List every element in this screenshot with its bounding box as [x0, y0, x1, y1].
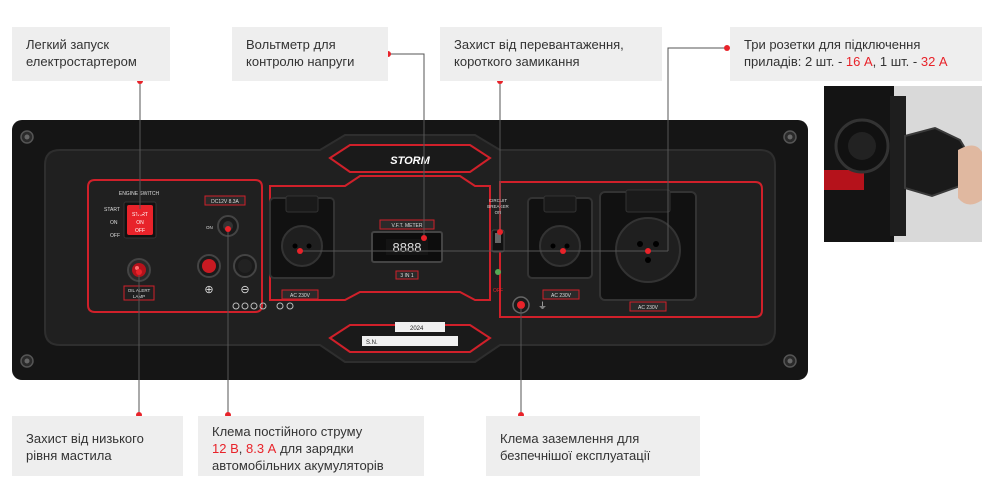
callout-line: Вольтметр для	[246, 37, 336, 52]
marker-dot	[137, 78, 143, 84]
engine-switch-label: ENGINE SWITCH	[119, 191, 160, 197]
amperage-16: 16 А	[845, 54, 873, 69]
corner-screw-icon	[20, 354, 34, 368]
amperage-8-3: 8.3 А	[245, 441, 277, 456]
right-section-frame	[499, 181, 763, 318]
callout-voltmeter: Вольтметр для контролю напруги	[232, 27, 388, 81]
socket-16a-left[interactable]	[269, 195, 335, 279]
callout-line: автомобільних акумуляторів	[212, 458, 384, 473]
rocker-on: ON	[136, 220, 144, 226]
display-digits: 8888	[393, 240, 422, 255]
marker-dot	[560, 248, 566, 254]
brand-logo: STORM	[390, 155, 430, 167]
breaker-label-1: CIRCUIT	[489, 198, 507, 203]
marker-dot	[136, 412, 142, 418]
center-section-frame	[269, 175, 491, 301]
marker-dot	[297, 248, 303, 254]
callout-line: приладів: 2 шт. - 16 А, 1 шт. - 32 А	[744, 54, 948, 69]
marker-dot	[645, 248, 651, 254]
callout-line: Захист від низького	[26, 431, 144, 446]
switch-pos-off: OFF	[110, 233, 120, 239]
callout-three-sockets: Три розетки для підключення приладів: 2 …	[730, 27, 982, 81]
socket-32a[interactable]	[599, 189, 697, 301]
dc-positive-terminal[interactable]	[197, 254, 221, 278]
callout-oil-protection: Захист від низького рівня мастила	[12, 416, 183, 476]
breaker-off-label: OFF	[493, 288, 503, 294]
callout-line: короткого замикання	[454, 54, 580, 69]
socket-2-voltage: AC 230V	[551, 293, 572, 299]
callout-line: безпечнішої експлуатації	[500, 448, 651, 463]
corner-screw-icon	[783, 130, 797, 144]
dc-output-label: DC12V 8.3A	[211, 199, 239, 205]
socket-3-voltage: AC 230V	[638, 305, 659, 311]
corner-screw-icon	[20, 130, 34, 144]
dc-negative-terminal[interactable]	[233, 254, 257, 278]
dc-on-label: ON	[206, 225, 213, 230]
plug-photo	[824, 86, 982, 242]
vft-meter-label: V.F.T. METER	[392, 223, 423, 229]
callout-line: Легкий запуск	[26, 37, 110, 52]
corner-screw-icon	[783, 354, 797, 368]
voltmeter-display: 8888	[371, 231, 443, 263]
breaker-label-3: ON	[495, 210, 502, 215]
mode-label: 3 IN 1	[400, 273, 414, 279]
engine-rocker-switch[interactable]: START ON OFF	[123, 201, 157, 239]
minus-icon: ⊖	[240, 284, 249, 296]
callout-line: Три розетки для підключення	[744, 37, 921, 52]
marker-dot	[518, 302, 524, 308]
rocker-start: START	[132, 212, 148, 218]
marker-dot	[421, 235, 427, 241]
switch-pos-start: START	[104, 207, 120, 213]
callout-electric-start: Легкий запуск електростартером	[12, 27, 170, 81]
sn-plate	[362, 336, 458, 346]
callout-line: електростартером	[26, 54, 137, 69]
callout-dc-terminal: Клема постійного струму 12 В, 8.3 А для …	[198, 416, 424, 476]
callout-line: Клема постійного струму	[212, 424, 363, 439]
callout-ground-terminal: Клема заземлення для безпечнішої експлуа…	[486, 416, 700, 476]
left-section-frame	[87, 179, 263, 313]
marker-dot	[225, 412, 231, 418]
rocker-off: OFF	[135, 228, 145, 234]
plus-icon: ⊕	[204, 284, 213, 296]
oil-lamp-label: LAMP	[133, 294, 145, 299]
ground-icon: ⏚	[538, 301, 547, 311]
marker-dot	[136, 269, 142, 275]
marker-dot	[385, 51, 391, 57]
switch-pos-on: ON	[110, 220, 118, 226]
callout-line: контролю напруги	[246, 54, 355, 69]
year-plate	[395, 322, 445, 332]
marker-dot	[724, 45, 730, 51]
amperage-32: 32 А	[920, 54, 948, 69]
socket-16a-right[interactable]	[527, 195, 593, 279]
sn-label: S.N.	[366, 340, 378, 346]
socket-1-voltage: AC 230V	[290, 293, 311, 299]
marker-dot	[497, 78, 503, 84]
callout-line: рівня мастила	[26, 448, 112, 463]
marker-dot	[225, 226, 231, 232]
marker-dot	[518, 412, 524, 418]
certification-marks-icon	[232, 302, 294, 310]
breaker-label-2: BREAKER	[487, 204, 509, 209]
marker-dot	[497, 229, 503, 235]
oil-alert-label: OIL ALERT	[128, 288, 151, 293]
marker-dot	[137, 209, 143, 215]
voltage-12: 12 В	[212, 441, 239, 456]
callout-line: Клема заземлення для	[500, 431, 640, 446]
callout-line: Захист від перевантаження,	[454, 37, 624, 52]
year-label: 2024	[410, 326, 424, 332]
callout-overload-protection: Захист від перевантаження, короткого зам…	[440, 27, 662, 81]
indicator-light	[495, 269, 501, 275]
callout-line: 12 В, 8.3 А для зарядки	[212, 441, 354, 456]
